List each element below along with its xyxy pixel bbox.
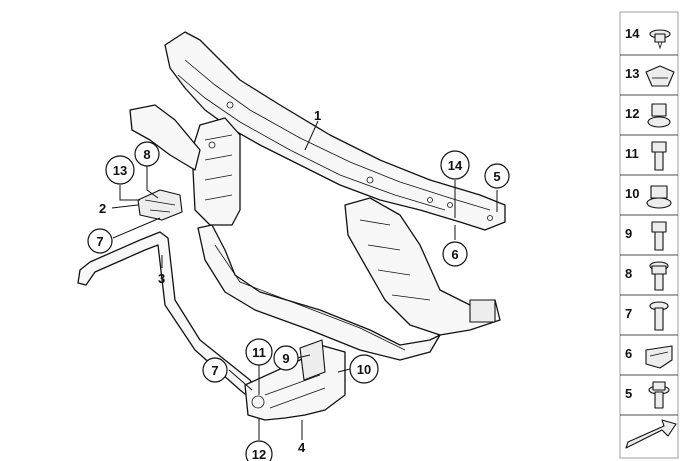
- svg-text:3: 3: [158, 271, 165, 286]
- svg-text:5: 5: [625, 386, 632, 401]
- callout-9: 9: [273, 345, 299, 371]
- legend-item-10: 10: [620, 185, 678, 216]
- legend-item-8: 8: [620, 261, 678, 296]
- stay-rod: [77, 231, 259, 399]
- arrow-icon: [625, 419, 677, 449]
- hex-bolt-washer-icon: [648, 381, 670, 409]
- callout-3: 3: [158, 271, 165, 286]
- svg-text:1: 1: [314, 108, 321, 123]
- callout-14: 14: [440, 150, 470, 180]
- callout-4: 4: [298, 440, 306, 455]
- clip-nut-icon: [645, 345, 673, 369]
- svg-text:7: 7: [625, 306, 632, 321]
- svg-text:8: 8: [625, 266, 632, 281]
- svg-text:7: 7: [211, 363, 218, 378]
- hex-bolt-icon: [651, 141, 667, 171]
- legend-item-9: 9: [620, 221, 678, 256]
- screw-with-washer-icon: [649, 29, 671, 50]
- fastener-legend: 14 13 12 11: [619, 11, 679, 459]
- svg-text:10: 10: [357, 362, 371, 377]
- svg-text:6: 6: [451, 247, 458, 262]
- collar-nut-icon: [647, 103, 671, 128]
- svg-text:6: 6: [625, 346, 632, 361]
- svg-text:12: 12: [625, 106, 639, 121]
- legend-item-7: 7: [620, 301, 678, 336]
- svg-text:13: 13: [625, 66, 639, 81]
- spring-nut-icon: [645, 65, 675, 87]
- flange-nut-icon: [646, 185, 672, 209]
- legend-item-12: 12: [620, 103, 678, 136]
- callout-12: 12: [245, 440, 273, 461]
- callout-8: 8: [134, 141, 160, 167]
- legend-item-6: 6: [620, 345, 678, 376]
- front-end-carrier: [164, 31, 506, 361]
- hex-bolt-icon: [651, 221, 667, 251]
- svg-text:12: 12: [252, 447, 266, 461]
- svg-text:8: 8: [143, 147, 150, 162]
- bracket-left: [129, 104, 201, 221]
- svg-text:11: 11: [252, 345, 266, 360]
- leader-lines: [111, 120, 498, 440]
- svg-text:2: 2: [99, 201, 106, 216]
- callout-5: 5: [484, 163, 510, 189]
- legend-item-5: 5: [620, 381, 678, 416]
- svg-text:13: 13: [113, 163, 127, 178]
- svg-text:4: 4: [298, 440, 306, 455]
- callout-6: 6: [442, 241, 468, 267]
- svg-text:9: 9: [282, 351, 289, 366]
- collar-screw-icon: [649, 261, 669, 291]
- svg-text:14: 14: [448, 158, 463, 173]
- svg-text:9: 9: [625, 226, 632, 241]
- callout-2: 2: [99, 201, 106, 216]
- legend-item-14: 14: [620, 26, 678, 56]
- svg-text:10: 10: [625, 186, 639, 201]
- svg-text:5: 5: [493, 169, 500, 184]
- callout-7-bottom: 7: [202, 357, 228, 383]
- callout-10: 10: [349, 354, 379, 384]
- callout-11: 11: [245, 338, 273, 366]
- legend-item-13: 13: [620, 65, 678, 96]
- svg-text:11: 11: [625, 146, 639, 161]
- callout-7-left: 7: [87, 228, 113, 254]
- callout-13: 13: [105, 155, 135, 185]
- legend-item-11: 11: [620, 141, 678, 176]
- bottom-bracket: [244, 339, 346, 421]
- callout-1: 1: [314, 108, 321, 123]
- svg-text:14: 14: [625, 26, 640, 41]
- torx-screw-icon: [649, 301, 669, 331]
- svg-text:7: 7: [96, 234, 103, 249]
